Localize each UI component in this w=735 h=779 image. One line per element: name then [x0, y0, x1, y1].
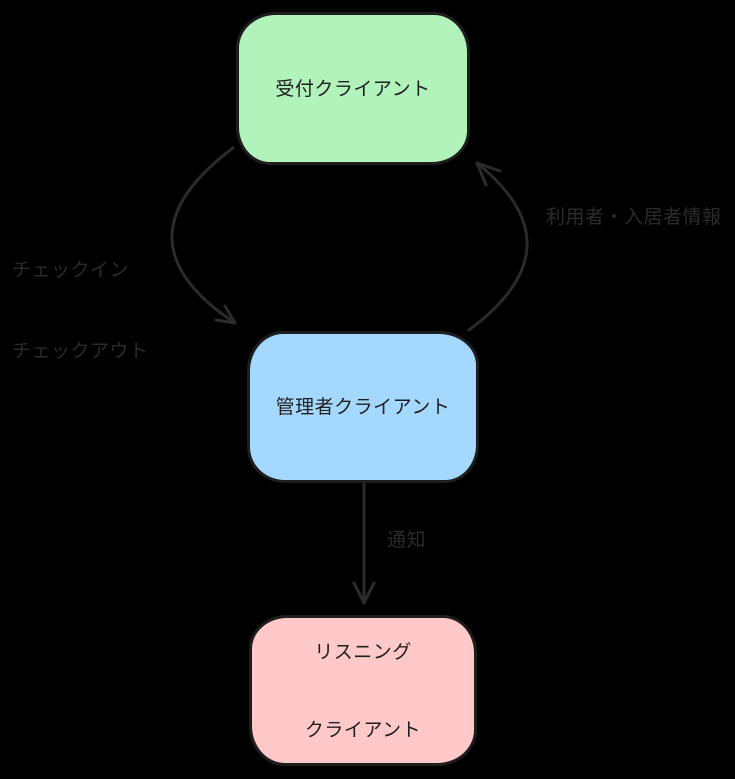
node-reception-client-label: 受付クライアント: [275, 77, 431, 100]
node-listening-client: リスニング クライアント: [249, 615, 477, 766]
edge-label-notification: 通知: [387, 529, 427, 551]
edge-label-checkin-line1: チェックイン: [12, 259, 130, 281]
arrowhead-up-left-icon: [475, 161, 502, 187]
edge-checkin-checkout-arrow: [170, 146, 237, 325]
node-listening-client-label-line2: クライアント: [304, 718, 422, 741]
node-admin-client: 管理者クライアント: [247, 331, 479, 483]
node-reception-client: 受付クライアント: [236, 12, 470, 165]
node-admin-client-label: 管理者クライアント: [275, 396, 451, 418]
edge-label-checkin-checkout: チェックイン チェックアウト: [12, 203, 149, 419]
node-listening-client-label-line1: リスニング: [314, 640, 412, 663]
edge-user-resident-info-line: [467, 161, 529, 332]
arrowhead-down-right-icon: [214, 304, 237, 325]
edge-label-checkout-line2: チェックアウト: [12, 340, 149, 362]
edge-checkin-checkout-line: [170, 146, 237, 325]
edge-notification-arrow: [352, 482, 376, 605]
node-listening-client-label: リスニング クライアント: [305, 587, 421, 779]
edge-user-resident-info-arrow: [467, 161, 529, 332]
edge-label-user-resident-info: 利用者・入居者情報: [546, 206, 722, 228]
